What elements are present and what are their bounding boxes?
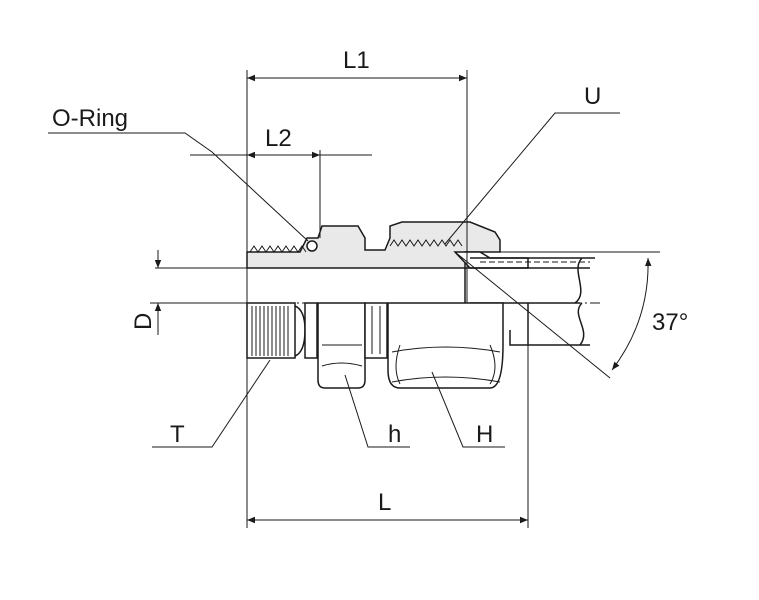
stud-hatch [251, 306, 289, 356]
h-leader [344, 374, 410, 448]
fitting-lower-view [246, 302, 504, 389]
u-leader [444, 112, 620, 245]
label-u: U [584, 83, 601, 110]
label-h-large: H [476, 421, 493, 448]
o-ring-circle [306, 240, 318, 252]
oring-leader [48, 132, 309, 242]
label-l1: L1 [343, 47, 370, 74]
fitting-upper-section [246, 221, 529, 269]
body-section [246, 221, 501, 269]
t-leader [152, 359, 271, 448]
label-h-small: h [388, 421, 401, 448]
label-l: L [378, 489, 391, 516]
label-oring: O-Ring [52, 105, 128, 132]
hh-leader [431, 371, 505, 448]
label-d: D [130, 313, 157, 330]
large-nut [387, 302, 504, 389]
label-l2: L2 [265, 125, 292, 152]
label-angle: 37° [652, 309, 688, 336]
dim-angle-arc [611, 257, 652, 371]
dimension-lines [150, 70, 660, 528]
tube-break [574, 257, 583, 304]
stud-thread [246, 302, 296, 359]
cutting-ring [453, 251, 529, 269]
tube [464, 257, 595, 346]
leader-lines [48, 112, 620, 448]
label-t: T [170, 421, 185, 448]
upper-threads [249, 239, 463, 253]
